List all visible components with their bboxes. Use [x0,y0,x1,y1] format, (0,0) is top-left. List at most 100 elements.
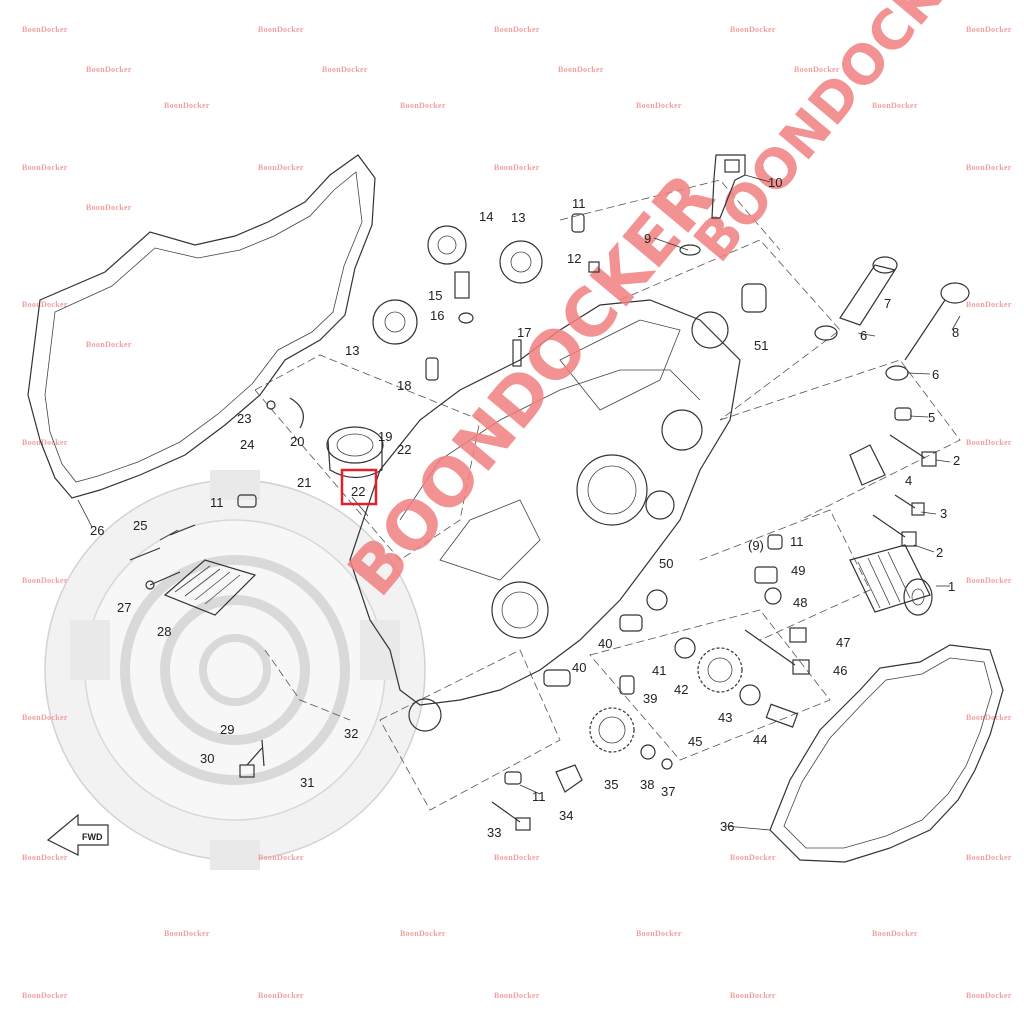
callout-1: 1 [948,579,955,594]
watermark-text: BoonDocker [258,25,304,34]
svg-text:FWD: FWD [82,832,103,842]
callout-38: 38 [640,777,654,792]
callout-32: 32 [344,726,358,741]
watermark-text: BoonDocker [164,101,210,110]
dowel-5 [894,407,912,421]
bolt-46 [744,629,810,675]
callout-9: 9 [644,231,651,246]
callout-34: 34 [559,808,573,823]
o-ring-6-upper [814,325,838,341]
shaft-44 [765,703,799,728]
svg-text:BOONDOCKER: BOONDOCKER [682,0,1006,273]
callout-28: 28 [157,624,171,639]
pin-39 [619,675,635,695]
plug-12 [588,261,600,273]
o-ring-6-lower [885,365,909,381]
boondocker-large-watermark: BOONDOCKER BOONDOCKER [333,0,1005,610]
callout-6: 6 [932,367,939,382]
bearing-13-left [372,299,418,345]
circlip-37 [661,758,673,770]
callout-18: 18 [397,378,411,393]
circlip-23 [266,400,276,410]
callout-40: 40 [572,660,586,675]
watermark-text: BoonDocker [558,65,604,74]
callout-46: 46 [833,663,847,678]
callout-40: 40 [598,636,612,651]
seal-50 [646,589,668,611]
oil-filler-tube-7 [839,256,898,326]
watermark-text: BoonDocker [636,101,682,110]
watermark-text: BoonDocker [258,853,304,862]
crankcase-half [349,299,741,732]
watermark-text: BoonDocker [22,853,68,862]
callout-12: 12 [567,251,581,266]
callout-23: 23 [237,411,251,426]
bearing-13-right [499,240,543,284]
watermark-text: BoonDocker [966,300,1012,309]
watermark-text: BoonDocker [22,25,68,34]
callout-labels: 1 2 2 3 4 5 6 6 7 8 9 (9) 10 11 11 11 11… [90,175,960,840]
callout-22: 22 [397,442,411,457]
watermark-text: BoonDocker [22,713,68,722]
callout-24: 24 [240,437,254,452]
watermark-text: BoonDocker [86,340,132,349]
bearing-43 [739,684,761,706]
callout-17: 17 [517,325,531,340]
watermark-text: BoonDocker [22,576,68,585]
dowel-11-left [237,494,257,508]
watermark-text: BoonDocker [730,853,776,862]
dowel-18 [425,357,439,381]
callout-33: 33 [487,825,501,840]
callout-9: (9) [748,538,764,553]
callout-13: 13 [345,343,359,358]
callout-42: 42 [674,682,688,697]
oil-filter-1 [849,544,933,616]
dowel-11-bottom [504,771,522,785]
bearing-41 [674,637,696,659]
callout-2: 2 [936,545,943,560]
pin-17 [512,339,522,367]
bolt-2-lower [872,514,917,547]
gear-logo-watermark [44,470,426,870]
watermark-text: BoonDocker [494,25,540,34]
crank-bearing-20 [326,426,384,479]
gear-42 [697,647,743,693]
bolt-30 [239,747,263,778]
callout-45: 45 [688,734,702,749]
watermark-text: BoonDocker [22,991,68,1000]
callout-11: 11 [210,495,224,510]
watermark-text: BoonDocker [872,101,918,110]
callout-14: 14 [479,209,493,224]
spring-49 [754,566,778,584]
bolt-33 [491,801,531,831]
bolt-47 [789,627,807,643]
callout-44: 44 [753,732,767,747]
o-ring-9 [679,244,701,256]
callout-5: 5 [928,410,935,425]
callout-16: 16 [430,308,444,323]
dipstick-8 [904,282,970,361]
callout-36: 36 [720,819,734,834]
watermark-text: BoonDocker [322,65,368,74]
thrust-washer-24 [289,397,304,429]
callout-10: 10 [768,175,782,190]
callout-41: 41 [652,663,666,678]
callout-25: 25 [133,518,147,533]
callout-11: 11 [790,534,804,549]
highlighted-callout-22[interactable]: 22 [340,468,378,506]
sensor-15 [454,271,470,299]
callout-26: 26 [90,523,104,538]
callout-39: 39 [643,691,657,706]
callout-4: 4 [905,473,912,488]
callout-37: 37 [661,784,675,799]
callout-19: 19 [378,429,392,444]
watermark-text: BoonDocker [494,991,540,1000]
watermark-text: BoonDocker [22,438,68,447]
bolt-3 [894,494,925,516]
watermark-text: BoonDocker [494,163,540,172]
washer-38 [640,744,656,760]
callout-13: 13 [511,210,525,225]
watermark-text: BoonDocker [730,991,776,1000]
callout-29: 29 [220,722,234,737]
